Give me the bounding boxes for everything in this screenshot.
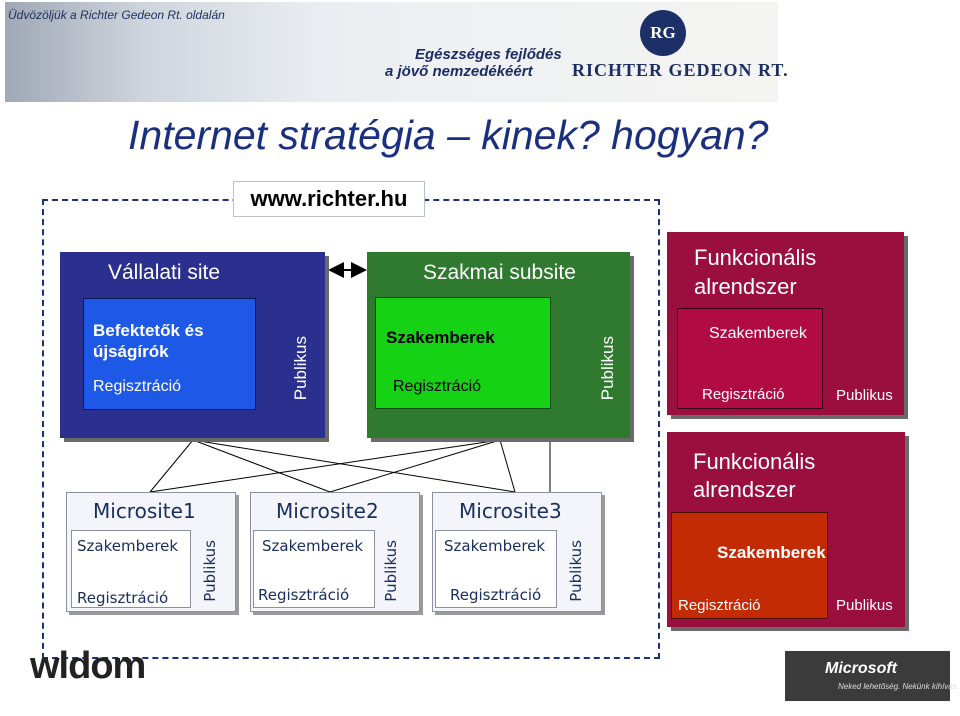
vallalati-title: Vállalati site — [108, 261, 221, 284]
slogan-line2: a jövő nemzedékéért — [385, 63, 533, 80]
szakmai-audience: Szakemberek — [386, 328, 495, 347]
funkcionalis-bottom-title2: alrendszer — [693, 477, 796, 502]
richter-logo: RG — [640, 10, 686, 56]
microsite3-audience-box — [435, 530, 557, 608]
funkcionalis-top-audience-box — [677, 308, 823, 409]
microsite1-registration: Regisztráció — [77, 589, 169, 607]
funkcionalis-bottom-title1: Funkcionális — [693, 449, 816, 474]
company-name: RICHTER GEDEON RT. — [572, 60, 789, 80]
microsite2-registration: Regisztráció — [258, 586, 350, 604]
funkcionalis-bottom-registration: Regisztráció — [678, 597, 761, 614]
microsite1-audience: Szakemberek — [77, 537, 179, 555]
microsoft-logo-box — [785, 651, 950, 701]
funkcionalis-bottom-audience: Szakemberek — [717, 543, 826, 562]
funkcionalis-top-public: Publikus — [836, 387, 893, 404]
szakmai-registration: Regisztráció — [393, 378, 482, 395]
page-title: Internet stratégia – kinek? hogyan? — [128, 112, 769, 158]
microsite2-audience: Szakemberek — [262, 537, 364, 555]
funkcionalis-top-title1: Funkcionális — [694, 245, 817, 270]
microsite2-title: Microsite2 — [276, 499, 379, 523]
szakmai-audience-box — [375, 297, 551, 409]
microsite3-registration: Regisztráció — [450, 586, 542, 604]
funkcionalis-top-title2: alrendszer — [694, 274, 797, 299]
funkcionalis-bottom-audience-box — [671, 512, 828, 619]
funkcionalis-top-registration: Regisztráció — [702, 386, 785, 403]
vallalati-public: Publikus — [291, 336, 310, 401]
funkcionalis-top-audience: Szakemberek — [709, 325, 807, 342]
slogan-line1: Egészséges fejlődés — [415, 46, 562, 63]
szakmai-title: Szakmai subsite — [423, 261, 576, 284]
vallalati-registration: Regisztráció — [93, 378, 182, 395]
microsite3-public: Publikus — [567, 540, 585, 602]
vallalati-audience: Befektetők és újságírók — [93, 321, 204, 361]
microsoft-tagline: Neked lehetőség. Nekünk kihívás. — [838, 682, 959, 691]
welcome-text[interactable]: Üdvözöljük a Richter Gedeon Rt. oldalán — [8, 8, 225, 22]
microsite3-audience: Szakemberek — [444, 537, 546, 555]
site-url[interactable]: www.richter.hu — [233, 181, 425, 217]
microsite1-public: Publikus — [201, 540, 219, 602]
funkcionalis-bottom-public: Publikus — [836, 597, 893, 614]
microsite1-title: Microsite1 — [93, 499, 196, 523]
microsite2-audience-box — [253, 530, 375, 608]
microsoft-logo: Microsoft — [825, 660, 897, 677]
microsite2-public: Publikus — [382, 540, 400, 602]
szakmai-public: Publikus — [598, 336, 617, 401]
microsite1-audience-box — [71, 530, 191, 608]
vallalati-audience-box — [83, 298, 256, 410]
widom-logo: wldom — [30, 645, 146, 687]
microsite3-title: Microsite3 — [459, 499, 562, 523]
